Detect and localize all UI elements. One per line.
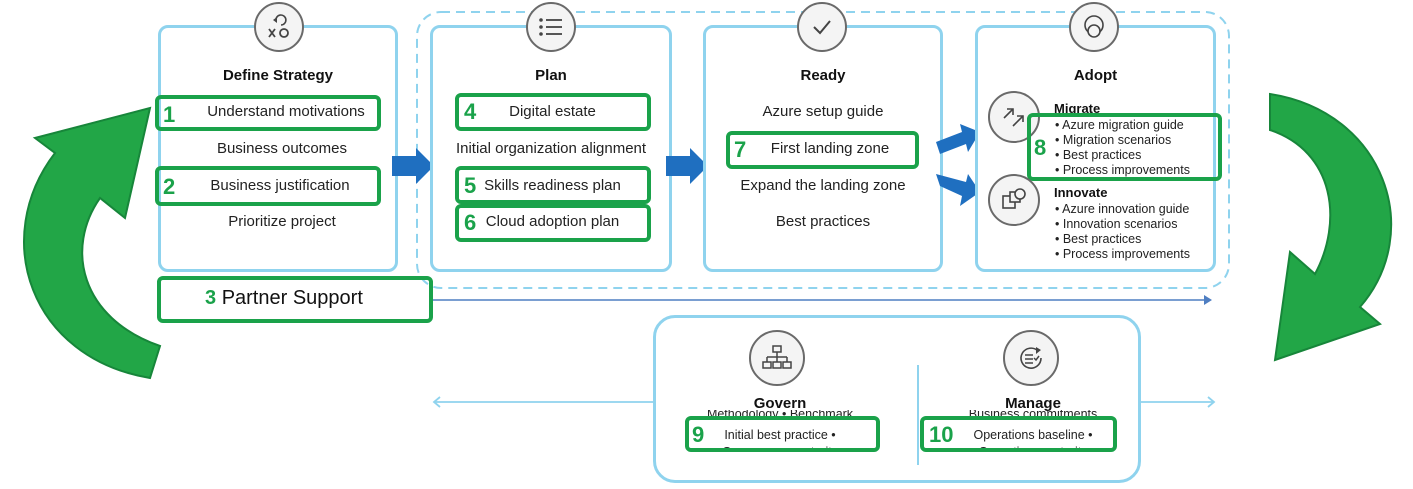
define-strategy-title: Define Strategy (222, 67, 334, 84)
highlight-box-1 (155, 95, 381, 131)
highlight-box-6 (455, 204, 651, 242)
innovate-item-1: • Azure innovation guide (1055, 202, 1190, 216)
govern-manage-divider (917, 365, 919, 465)
ready-item-2: First landing zone (770, 140, 890, 157)
adopt-title: Adopt (1073, 67, 1118, 84)
highlight-box-10 (920, 416, 1117, 452)
partner-support-box (157, 276, 433, 323)
ready-title: Ready (800, 67, 846, 84)
highlight-box-9 (685, 416, 880, 452)
blue-arrow-3 (936, 124, 980, 154)
list-icon (526, 2, 576, 52)
check-icon (797, 2, 847, 52)
number-8: 8 (1034, 135, 1047, 160)
innovate-item-2: • Innovation scenarios (1055, 217, 1178, 231)
adopt-card (975, 25, 1216, 272)
number-9: 9 (692, 422, 705, 447)
highlight-box-8 (1027, 113, 1222, 181)
number-10: 10 (929, 422, 954, 447)
plan-item-2: Initial organization alignment (455, 140, 647, 157)
define-item-4: Prioritize project (228, 213, 336, 230)
manage-right-line (1138, 396, 1216, 408)
migrate-title: Migrate (1054, 101, 1101, 116)
define-item-2: Business outcomes (216, 140, 348, 157)
highlight-box-2 (155, 166, 381, 206)
blue-arrow-2 (666, 148, 708, 184)
plan-card (430, 25, 672, 272)
define-item-3: Business justification (210, 177, 350, 194)
right-cycle-arrow (1269, 92, 1393, 362)
govern-manage-card (653, 315, 1141, 483)
plan-item-4: Cloud adoption plan (485, 213, 620, 230)
plan-item-3: Skills readiness plan (484, 177, 621, 194)
plan-title: Plan (535, 67, 567, 84)
number-5: 5 (464, 173, 477, 198)
govern-line-2: Initial best practice • (724, 428, 836, 442)
number-7: 7 (734, 137, 747, 162)
number-3: 3 (205, 287, 217, 309)
ready-item-4: Best practices (775, 213, 871, 230)
manage-list-icon (1003, 330, 1059, 386)
number-4: 4 (464, 99, 477, 124)
govern-line-1: Methodology • Benchmark (706, 410, 854, 419)
timeline-arrow (430, 295, 1212, 305)
ready-item-3: Expand the landing zone (740, 177, 906, 194)
manage-line-1: Business commitments (968, 410, 1098, 419)
define-item-1: Understand motivations (207, 103, 365, 120)
highlight-box-4 (455, 93, 651, 131)
left-cycle-arrow (23, 106, 162, 380)
manage-line-2: Operations baseline • (973, 428, 1093, 442)
blue-arrow-4 (936, 174, 980, 206)
innovate-squares-icon (988, 174, 1040, 226)
migrate-arrows-icon (988, 91, 1040, 143)
number-1: 1 (163, 102, 176, 127)
migrate-item-1: • Azure migration guide (1055, 118, 1184, 132)
migrate-item-3: • Best practices (1055, 148, 1142, 162)
strategy-xo-icon (254, 2, 304, 52)
blue-arrow-1 (392, 148, 434, 184)
migrate-item-4: • Process improvements (1055, 163, 1190, 177)
org-chart-icon (749, 330, 805, 386)
govern-title: Govern (753, 395, 807, 412)
ready-item-1: Azure setup guide (762, 103, 884, 120)
manage-title: Manage (1005, 395, 1061, 412)
partner-support-text: Partner Support (221, 287, 363, 309)
number-2: 2 (163, 174, 176, 199)
plan-item-1: Digital estate (509, 103, 596, 120)
circle-icon (1069, 2, 1119, 52)
innovate-item-3: • Best practices (1055, 232, 1142, 246)
innovate-title: Innovate (1054, 185, 1108, 200)
partner-support-label: 3 Partner Support (205, 287, 363, 310)
highlight-box-7 (726, 131, 919, 169)
highlight-box-5 (455, 166, 651, 204)
innovate-item-4: • Process improvements (1055, 247, 1190, 261)
govern-left-line (432, 396, 656, 408)
migrate-item-2: • Migration scenarios (1055, 133, 1172, 147)
number-6: 6 (464, 210, 477, 235)
